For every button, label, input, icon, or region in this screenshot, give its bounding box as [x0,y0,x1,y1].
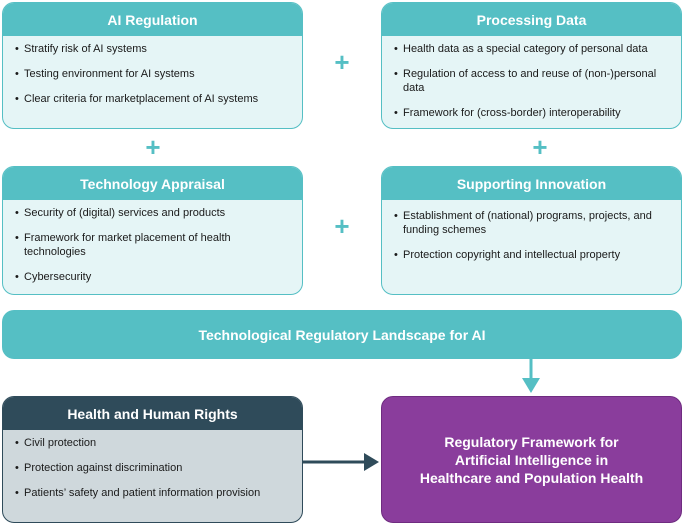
arrow-down-head [522,378,540,393]
plus-icon: + [145,132,161,162]
list-item: Cybersecurity [15,270,292,284]
list-item: Regulation of access to and reuse of (no… [394,67,671,95]
supporting-innovation-list: Establishment of (national) programs, pr… [382,200,681,262]
technology-appraisal-list: Security of (digital) services and produ… [3,200,302,284]
processing-data-title: Processing Data [382,3,681,36]
supporting-innovation-box: Supporting Innovation Establishment of (… [381,166,682,295]
plus-icon: + [334,211,350,241]
list-item: Health data as a special category of per… [394,42,671,56]
health-rights-box: Health and Human Rights Civil protection… [2,396,303,523]
list-item: Civil protection [15,436,292,450]
processing-data-list: Health data as a special category of per… [382,36,681,120]
list-item: Protection against discrimination [15,461,292,475]
health-rights-title: Health and Human Rights [3,397,302,430]
list-item: Stratify risk of AI systems [15,42,292,56]
list-item: Testing environment for AI systems [15,67,292,81]
list-item: Security of (digital) services and produ… [15,206,292,220]
ai-regulation-box: AI Regulation Stratify risk of AI system… [2,2,303,129]
health-rights-list: Civil protection Protection against disc… [3,430,302,500]
list-item: Patients’ safety and patient information… [15,486,292,500]
plus-icon: + [334,47,350,77]
ai-regulation-title: AI Regulation [3,3,302,36]
technology-appraisal-box: Technology Appraisal Security of (digita… [2,166,303,295]
list-item: Framework for market placement of health… [15,231,292,259]
list-item: Protection copyright and intellectual pr… [394,248,671,262]
technology-appraisal-title: Technology Appraisal [3,167,302,200]
list-item: Clear criteria for marketplacement of AI… [15,92,292,106]
landscape-banner: Technological Regulatory Landscape for A… [2,310,682,359]
regulatory-framework-box: Regulatory Framework for Artificial Inte… [381,396,682,523]
list-item: Establishment of (national) programs, pr… [394,209,671,237]
ai-regulation-list: Stratify risk of AI systems Testing envi… [3,36,302,106]
processing-data-box: Processing Data Health data as a special… [381,2,682,129]
arrow-right-head [364,453,379,471]
supporting-innovation-title: Supporting Innovation [382,167,681,200]
plus-icon: + [532,132,548,162]
regulatory-framework-label: Regulatory Framework for Artificial Inte… [419,433,644,486]
list-item: Framework for (cross-border) interoperab… [394,106,671,120]
